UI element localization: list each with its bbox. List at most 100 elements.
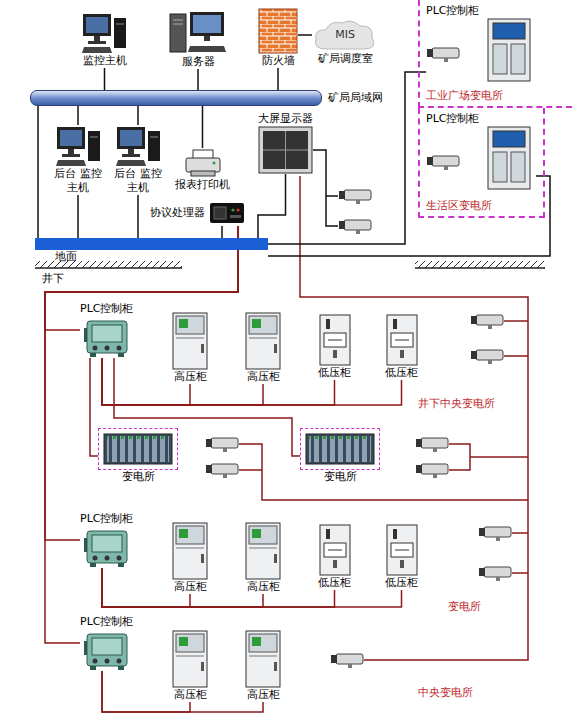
device-icon bbox=[82, 12, 127, 54]
node-label: 高压柜 bbox=[247, 370, 280, 384]
device-icon bbox=[183, 148, 223, 178]
node-label: 后台 监控主机 bbox=[52, 167, 104, 195]
connector bbox=[197, 69, 199, 90]
node-label: 报表打印机 bbox=[175, 178, 230, 192]
connector bbox=[77, 106, 79, 125]
node-label: 低压柜 bbox=[318, 576, 351, 590]
connector bbox=[45, 226, 238, 540]
device-node: 生活区变电所PLC控制柜 bbox=[418, 108, 545, 218]
device-icon bbox=[84, 629, 130, 671]
connector bbox=[77, 195, 79, 238]
device-icon bbox=[56, 125, 101, 167]
device-node: 矿局局域网 bbox=[30, 90, 383, 106]
lan-pipe bbox=[30, 90, 322, 106]
connector bbox=[104, 68, 106, 90]
cloud-shape: MIS bbox=[312, 18, 378, 52]
connector bbox=[102, 568, 335, 607]
device-icon bbox=[258, 8, 298, 54]
node-label: 高压柜 bbox=[174, 580, 207, 594]
device-icon bbox=[258, 126, 313, 174]
connector bbox=[137, 106, 139, 125]
device-node: 低压柜 bbox=[385, 524, 418, 590]
device-node: PLC控制柜 bbox=[80, 615, 133, 671]
connector bbox=[258, 174, 286, 238]
node-label: 监控主机 bbox=[83, 54, 127, 68]
connector bbox=[298, 34, 312, 36]
section-label: 井下中央变电所 bbox=[418, 397, 495, 411]
node-label: 矿局局域网 bbox=[328, 91, 383, 105]
ground-bus bbox=[35, 238, 268, 250]
node-label: PLC控制柜 bbox=[80, 615, 133, 629]
device-node: PLC控制柜 bbox=[80, 512, 133, 568]
node-label: 变电所 bbox=[122, 470, 155, 484]
device-node: 报表打印机 bbox=[175, 148, 230, 192]
node-label: 低压柜 bbox=[318, 366, 351, 380]
device-icon bbox=[172, 630, 208, 688]
device-icon bbox=[319, 524, 351, 576]
device-icon bbox=[386, 314, 418, 366]
node-label: PLC控制柜 bbox=[80, 302, 133, 316]
device-icon bbox=[426, 126, 536, 192]
device-node: MIS矿局调度室 bbox=[312, 18, 378, 66]
node-label: 变电所 bbox=[324, 470, 357, 484]
device-node: 变电所 bbox=[300, 428, 380, 484]
substation-box bbox=[98, 428, 178, 470]
device-node: 工业广场变电所 PLC控制柜 bbox=[418, 0, 572, 108]
device-icon bbox=[386, 524, 418, 576]
device-node: 低压柜 bbox=[318, 314, 351, 380]
device-icon bbox=[245, 522, 281, 580]
camera-icons bbox=[206, 190, 511, 668]
section-label: 中央变电所 bbox=[418, 686, 473, 700]
device-icon bbox=[168, 10, 228, 55]
device-node: 地面 bbox=[35, 238, 268, 264]
node-label: 大屏显示器 bbox=[258, 112, 313, 126]
substation-box bbox=[300, 428, 380, 470]
connector bbox=[221, 226, 223, 238]
node-label: PLC控制柜 bbox=[80, 512, 133, 526]
device-node: 变电所 bbox=[98, 428, 178, 484]
node-label: PLC控制柜 bbox=[426, 4, 479, 18]
device-icon bbox=[116, 125, 161, 167]
device-node: 高压柜 bbox=[172, 630, 208, 702]
node-label: 高压柜 bbox=[247, 688, 280, 702]
connector bbox=[277, 68, 279, 90]
node-label: 矿局调度室 bbox=[318, 52, 373, 66]
connector bbox=[45, 226, 238, 643]
device-icon bbox=[84, 316, 130, 358]
node-label: 工业广场变电所 bbox=[426, 89, 503, 103]
connector bbox=[202, 106, 204, 148]
device-node: PLC控制柜 bbox=[426, 4, 536, 84]
section-label: 井下 bbox=[42, 272, 64, 286]
connector bbox=[137, 195, 139, 238]
node-label: 服务器 bbox=[182, 55, 215, 69]
node-label: 后台 监控主机 bbox=[112, 167, 164, 195]
device-icon bbox=[103, 433, 173, 465]
device-node: 低压柜 bbox=[318, 524, 351, 590]
node-label: 防火墙 bbox=[262, 54, 295, 68]
device-node: 高压柜 bbox=[245, 522, 281, 594]
section-label: 变电所 bbox=[448, 600, 481, 614]
camera-wire bbox=[313, 150, 338, 226]
connector bbox=[102, 358, 335, 405]
camera-ring-wire bbox=[300, 176, 528, 660]
device-node: PLC控制柜 bbox=[426, 112, 536, 192]
device-node: 低压柜 bbox=[385, 314, 418, 380]
node-label: 协议处理器 bbox=[150, 206, 205, 220]
device-node: 监控主机 bbox=[82, 12, 127, 68]
connector bbox=[90, 358, 98, 456]
device-node: 后台 监控主机 bbox=[52, 125, 104, 195]
node-label: PLC控制柜 bbox=[426, 112, 479, 126]
camera-wire bbox=[239, 321, 528, 573]
device-node: 防火墙 bbox=[258, 8, 298, 68]
device-icon bbox=[305, 433, 375, 465]
node-label: 低压柜 bbox=[385, 366, 418, 380]
device-node: 服务器 bbox=[168, 10, 228, 69]
device-icon bbox=[245, 312, 281, 370]
device-node: PLC控制柜 bbox=[80, 302, 133, 358]
device-node: 大屏显示器 bbox=[258, 112, 313, 174]
device-icon bbox=[172, 312, 208, 370]
device-icon bbox=[319, 314, 351, 366]
device-icon bbox=[172, 522, 208, 580]
